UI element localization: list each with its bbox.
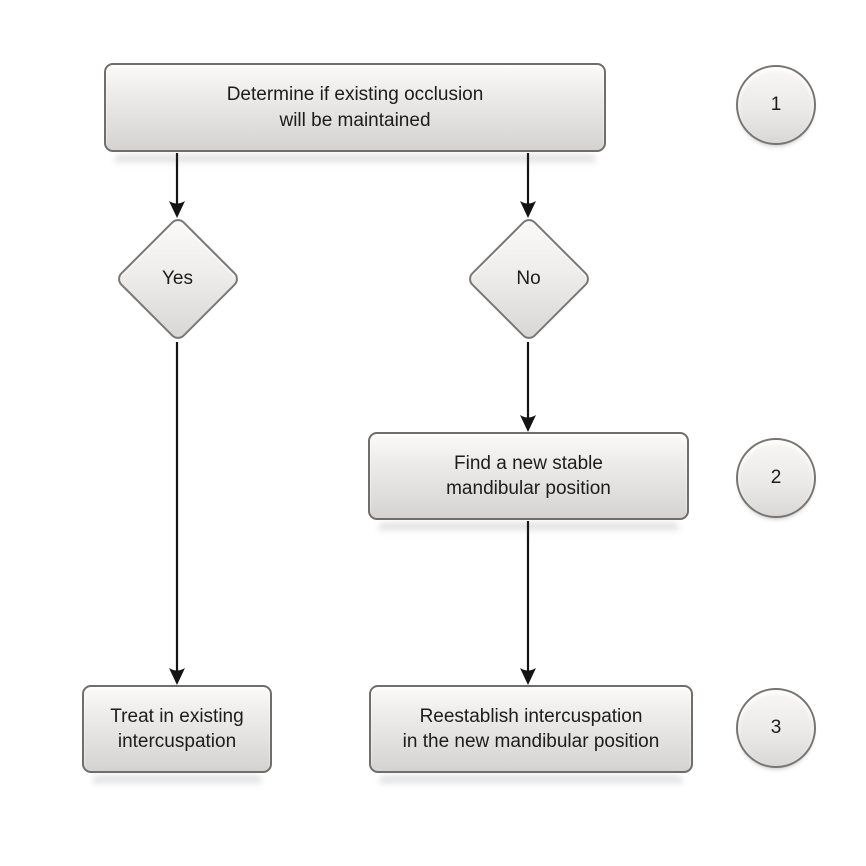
node-text-line: Reestablish intercuspation (419, 705, 643, 727)
diamond-label: Yes (162, 267, 193, 289)
step-number: 1 (770, 94, 782, 115)
diamond-label: No (516, 267, 541, 289)
arrow-yes-to-treat (169, 342, 185, 685)
step-marker-2: 2 (736, 438, 816, 518)
node-text-line: in the new mandibular position (402, 731, 660, 752)
node-text-line: Determine if existing occlusion (226, 84, 484, 106)
node-determine-occlusion: Determine if existing occlusion will be … (104, 63, 606, 152)
node-find-mandibular-position: Find a new stable mandibular position (368, 432, 689, 520)
node-text-line: intercuspation (117, 731, 237, 752)
decision-diamond-no: No (464, 214, 593, 343)
node-treat-existing-intercuspation: Treat in existing intercuspation (82, 685, 272, 773)
step-marker-3: 3 (736, 688, 816, 768)
node-text-line: Treat in existing (110, 705, 244, 727)
step-number: 3 (770, 717, 782, 738)
arrow-no-to-find (520, 342, 536, 432)
arrow-find-to-reestablish (520, 521, 536, 685)
node-text-line: mandibular position (446, 478, 611, 499)
step-number: 2 (770, 467, 782, 488)
step-marker-1: 1 (736, 65, 816, 145)
node-reestablish-intercuspation: Reestablish intercuspation in the new ma… (369, 685, 693, 773)
node-text-line: Find a new stable (454, 452, 603, 474)
node-text-line: will be maintained (279, 109, 431, 131)
decision-diamond-yes: Yes (113, 214, 242, 343)
